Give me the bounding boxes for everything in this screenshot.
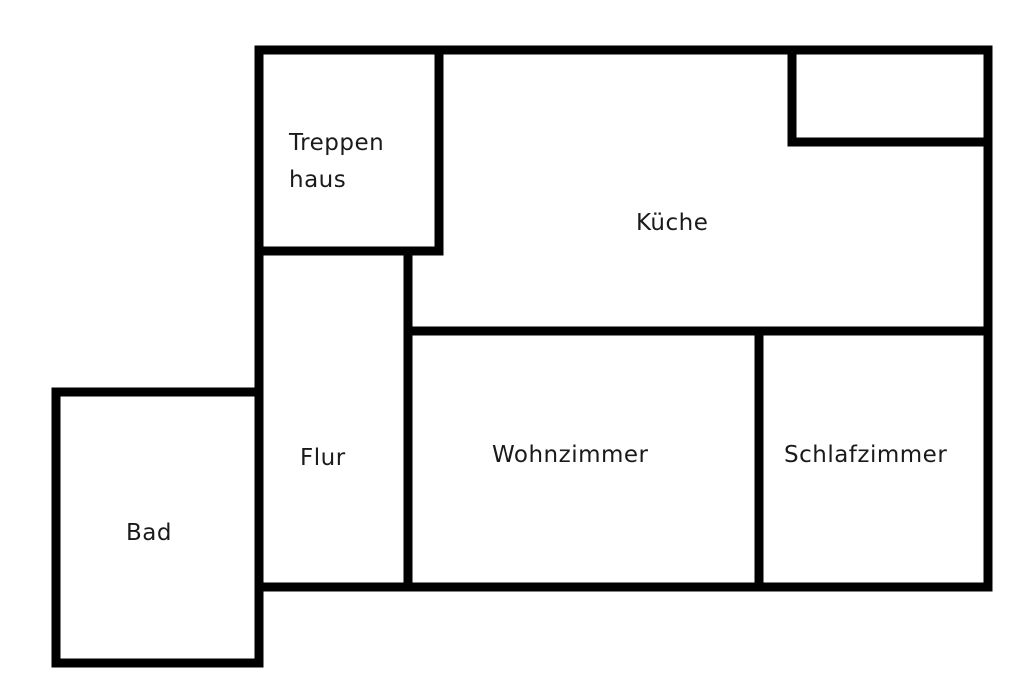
room-label-stairwell-line1: Treppen bbox=[288, 130, 384, 156]
room-label-kitchen: Küche bbox=[636, 210, 708, 236]
stairwell-wall bbox=[254, 45, 444, 256]
walls bbox=[51, 45, 993, 668]
bathroom-wall bbox=[51, 387, 264, 668]
room-label-bathroom: Bad bbox=[126, 520, 172, 546]
alcove-wall bbox=[787, 45, 993, 147]
room-label-stairwell-line2: haus bbox=[289, 167, 346, 193]
room-label-living-room: Wohnzimmer bbox=[492, 442, 649, 468]
room-label-bedroom: Schlafzimmer bbox=[784, 442, 947, 468]
outer-wall bbox=[254, 45, 993, 592]
room-label-hallway: Flur bbox=[300, 445, 346, 471]
